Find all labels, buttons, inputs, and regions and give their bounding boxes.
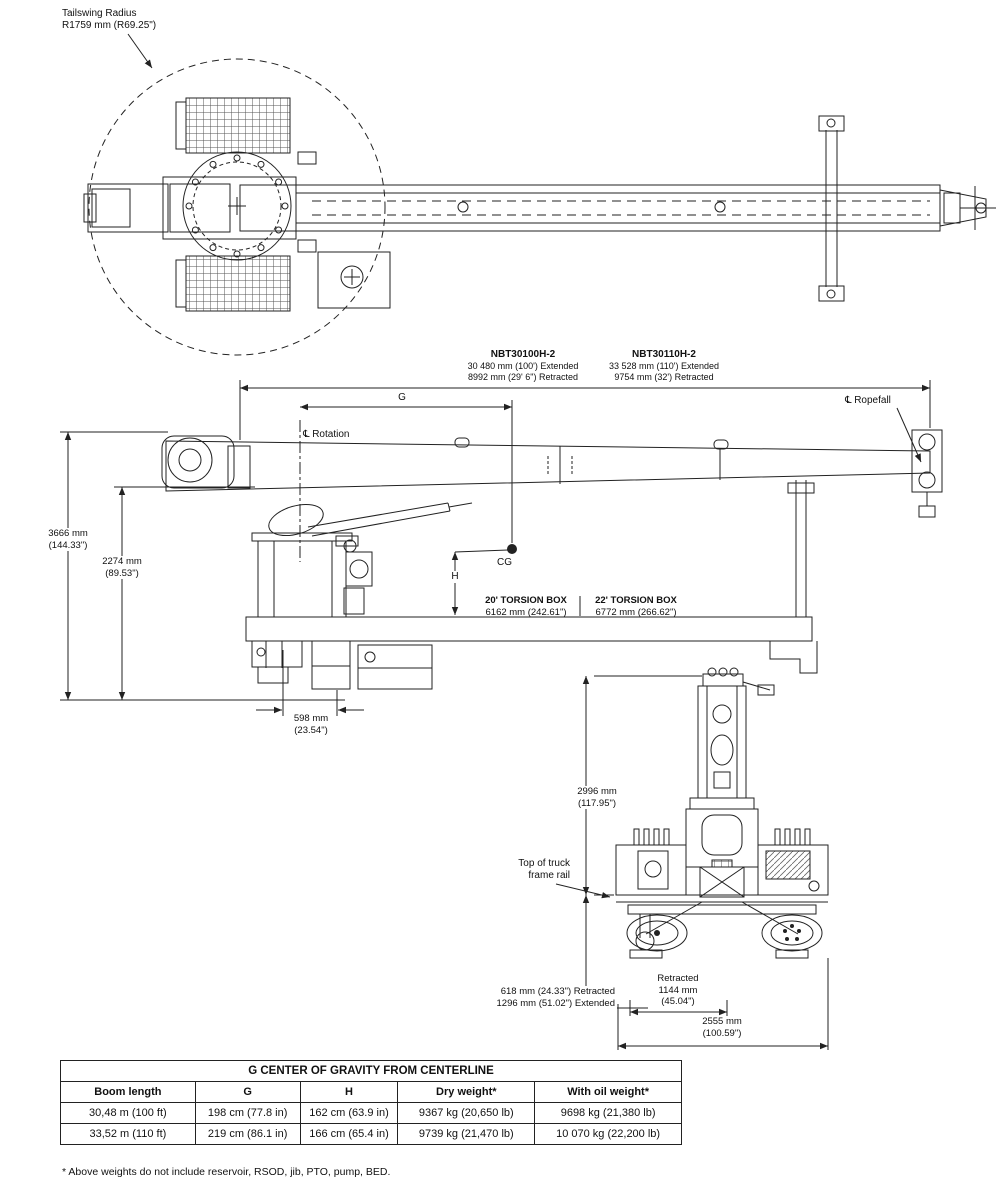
torsion-box-22-title: 22' TORSION BOX <box>595 595 677 606</box>
cg-label: CG <box>497 557 512 568</box>
model-nbt30100h2-label: NBT30100H-2 30 480 mm (100') Extended 89… <box>468 349 579 383</box>
cg-table-header-row: Boom length G H Dry weight* With oil wei… <box>60 1081 682 1103</box>
torsion-box-20-title: 20' TORSION BOX <box>485 595 567 606</box>
frame-rail-label: Top of truck frame rail <box>496 858 570 882</box>
frame-rail-line2: frame rail <box>528 870 570 882</box>
torsion-box-22-label: 22' TORSION BOX 6772 mm (266.62") <box>595 595 677 618</box>
cell-g-100: 198 cm (77.8 in) <box>194 1102 301 1124</box>
ropefall-label: ℄ Ropefall <box>845 395 891 406</box>
table-row: 30,48 m (100 ft) 198 cm (77.8 in) 162 cm… <box>60 1102 682 1124</box>
cell-oil-weight-110: 10 070 kg (22,200 lb) <box>534 1123 682 1145</box>
model-a-extended: 30 480 mm (100') Extended <box>467 361 579 372</box>
rear-height-mm: 2996 mm <box>577 786 617 797</box>
rear-view-dimensions <box>555 675 829 1050</box>
model-a-name: NBT30100H-2 <box>490 349 556 360</box>
tailswing-radius-value: R1759 mm (R69.25") <box>62 20 157 32</box>
top-view-drawing <box>83 33 996 356</box>
rear-view-drawing <box>615 667 829 959</box>
model-b-extended: 33 528 mm (110') Extended <box>608 361 720 372</box>
cell-dry-weight-110: 9739 kg (21,470 lb) <box>397 1123 536 1145</box>
frame-rail-leader <box>555 883 611 899</box>
cg-table-title: G CENTER OF GRAVITY FROM CENTERLINE <box>60 1060 682 1082</box>
cell-h-100: 162 cm (63.9 in) <box>299 1102 399 1124</box>
model-nbt30110h2-label: NBT30110H-2 33 528 mm (110') Extended 97… <box>609 349 719 383</box>
deck-height-in: (89.53") <box>105 567 139 579</box>
retracted-width-title: Retracted <box>657 973 699 984</box>
overall-width-mm: 2555 mm <box>702 1016 742 1027</box>
table-row: 33,52 m (110 ft) 219 cm (86.1 in) 166 cm… <box>60 1123 682 1145</box>
cell-boom-length-100: 30,48 m (100 ft) <box>60 1102 196 1124</box>
overall-width-dimension: 2555 mm (100.59") <box>700 1016 744 1040</box>
cg-symbol <box>507 544 517 554</box>
cell-dry-weight-100: 9367 kg (20,650 lb) <box>397 1102 536 1124</box>
col-header-h: H <box>299 1081 399 1103</box>
overall-width-in: (100.59") <box>702 1027 742 1039</box>
overall-height-dimension: 3666 mm (144.33") <box>46 528 90 552</box>
tailswing-circle <box>88 58 386 356</box>
retracted-width-mm: 1144 mm <box>658 984 698 996</box>
g-dimension-label: G <box>396 392 408 405</box>
outrigger-travel-retracted: 618 mm (24.33") Retracted <box>500 986 615 997</box>
tailswing-leader <box>127 33 153 69</box>
retracted-width-in: (45.04") <box>661 996 695 1008</box>
torsion-box-20-label: 20' TORSION BOX 6162 mm (242.61") <box>485 595 567 618</box>
torsion-box-22-value: 6772 mm (266.62") <box>595 606 677 618</box>
cell-boom-length-110: 33,52 m (110 ft) <box>60 1123 196 1145</box>
torsion-box-20-value: 6162 mm (242.61") <box>485 606 567 618</box>
ropefall-leader <box>896 407 922 463</box>
outrigger-travel-dimension: 618 mm (24.33") Retracted 1296 mm (51.02… <box>455 986 617 1010</box>
outrigger-travel-extended: 1296 mm (51.02") Extended <box>496 997 616 1009</box>
front-offset-mm: 598 mm <box>293 713 329 724</box>
model-a-retracted: 8992 mm (29' 6") Retracted <box>468 372 578 383</box>
rear-height-dimension: 2996 mm (117.95") <box>575 786 619 810</box>
deck-height-mm: 2274 mm <box>102 556 142 567</box>
frame-rail-line1: Top of truck <box>518 858 570 869</box>
h-dimension-label: H <box>449 571 461 584</box>
crane-line-art <box>60 33 996 1050</box>
side-view-drawing <box>161 429 943 690</box>
model-b-retracted: 9754 mm (32') Retracted <box>614 372 714 383</box>
cell-oil-weight-100: 9698 kg (21,380 lb) <box>534 1102 682 1124</box>
deck-height-dimension: 2274 mm (89.53") <box>100 556 144 580</box>
rear-height-in: (117.95") <box>577 797 617 809</box>
cell-h-110: 166 cm (65.4 in) <box>299 1123 399 1145</box>
tailswing-radius-label: Tailswing Radius R1759 mm (R69.25") <box>62 8 156 32</box>
cell-g-110: 219 cm (86.1 in) <box>194 1123 301 1145</box>
front-offset-in: (23.54") <box>294 724 328 736</box>
rotation-centerline-label: ℄ Rotation <box>303 429 350 440</box>
overall-height-mm: 3666 mm <box>48 528 88 539</box>
table-footnote: * Above weights do not include reservoir… <box>62 1166 391 1178</box>
side-view-dimensions <box>60 380 931 716</box>
col-header-boom-length: Boom length <box>60 1081 196 1103</box>
col-header-oil-weight: With oil weight* <box>534 1081 682 1103</box>
overall-height-in: (144.33") <box>48 539 88 551</box>
retracted-width-dimension: Retracted 1144 mm (45.04") <box>655 973 701 1008</box>
tailswing-radius-title: Tailswing Radius <box>62 8 137 19</box>
cg-table: G CENTER OF GRAVITY FROM CENTERLINE Boom… <box>60 1060 682 1145</box>
col-header-dry-weight: Dry weight* <box>397 1081 536 1103</box>
model-b-name: NBT30110H-2 <box>632 349 696 360</box>
col-header-g: G <box>194 1081 301 1103</box>
front-offset-dimension: 598 mm (23.54") <box>291 713 331 737</box>
